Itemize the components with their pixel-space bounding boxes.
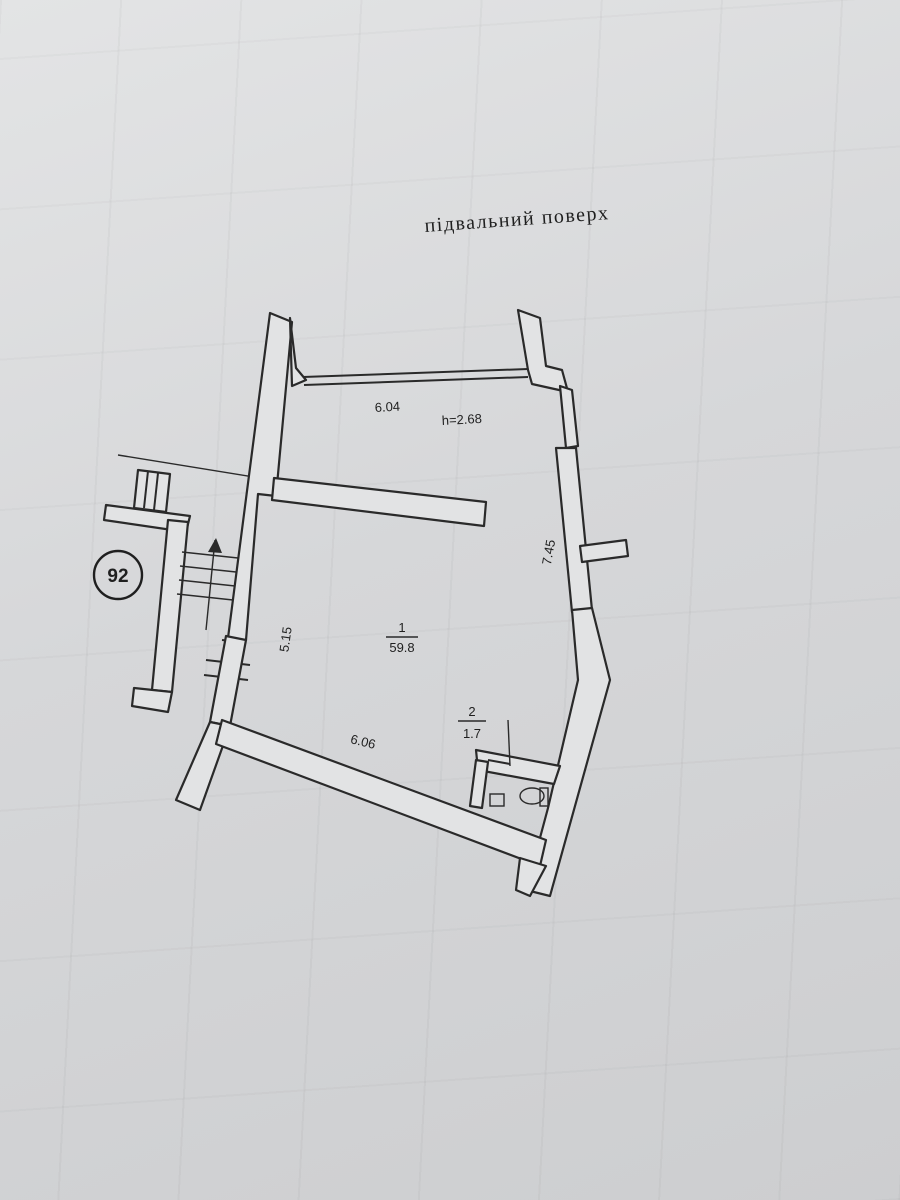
toilet-icon <box>519 787 545 805</box>
toilet-tank-icon <box>539 787 549 807</box>
bathroom-top-wall <box>474 748 562 786</box>
room-2-number: 2 <box>468 704 475 719</box>
sink-icon <box>489 793 505 807</box>
top-left-jamb <box>288 316 308 388</box>
stair-bottom-wall <box>130 686 174 714</box>
right-wall-lower <box>524 606 612 898</box>
room-1-area: 59.8 <box>389 640 414 655</box>
room-2-area: 1.7 <box>463 726 481 741</box>
bathroom-left-wall <box>468 758 490 810</box>
left-wall-upper <box>226 311 294 642</box>
dimension-left: 5.15 <box>276 626 294 653</box>
bottom-right-corner <box>514 856 548 898</box>
right-wall-stub <box>578 538 630 564</box>
entrance-pillar <box>132 468 172 514</box>
entrance-walls <box>102 454 261 714</box>
building-number: 92 <box>107 566 128 587</box>
stair-left-wall <box>150 518 190 694</box>
bottom-wall <box>214 718 548 868</box>
right-wall-middle <box>554 446 594 614</box>
floor-title: підвальний поверх <box>424 202 610 237</box>
right-wall-top <box>558 384 580 450</box>
ceiling-height: h=2.68 <box>441 411 482 428</box>
room-1-number: 1 <box>398 620 405 635</box>
dimension-bottom: 6.06 <box>349 731 377 752</box>
dimension-right: 7.45 <box>539 538 558 566</box>
left-wall-lower <box>208 634 248 728</box>
partition-wall <box>270 476 488 528</box>
stair-up-arrow-icon <box>208 538 222 553</box>
top-right-jamb <box>516 308 570 394</box>
dimension-top: 6.04 <box>374 399 400 415</box>
building-number-badge <box>92 549 144 601</box>
bathroom <box>468 719 562 810</box>
